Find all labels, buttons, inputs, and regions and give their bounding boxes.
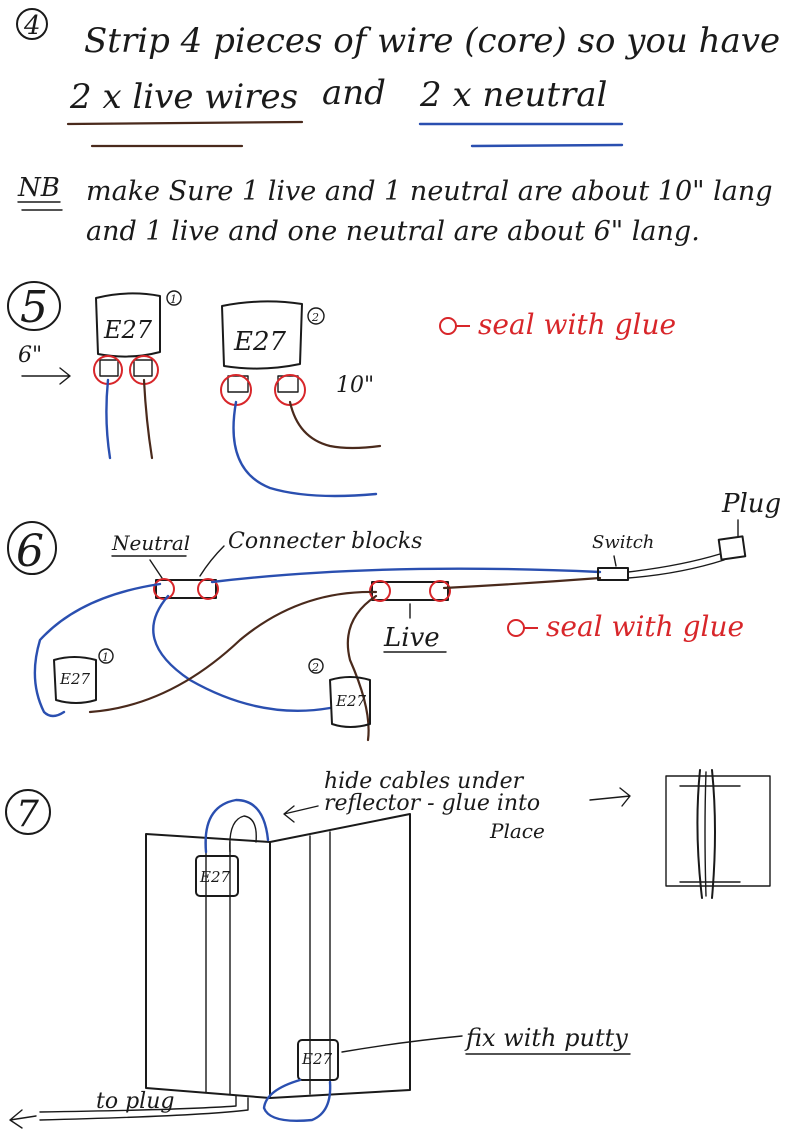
- socket-2-glue-l: [220, 374, 252, 406]
- step6-socket-1-label: E27: [59, 670, 90, 688]
- side-view-cable-3: [704, 771, 707, 897]
- nb-label: NB: [17, 173, 60, 203]
- step-5-number: 5: [20, 282, 48, 333]
- socket-bottom-label: E27: [301, 1050, 332, 1068]
- socket1-neutral-loop: [33, 582, 162, 718]
- hide-note-line1: hide cables under: [324, 769, 525, 794]
- socket-1-num-circle: [166, 290, 182, 306]
- socket-bottom: [297, 1039, 339, 1081]
- socket-2-num: 2: [311, 311, 319, 324]
- step-7: 7 hide cables under reflector - glue int…: [5, 769, 771, 1129]
- putty-note: fix with putty: [464, 1024, 628, 1052]
- side-view-frame: [665, 775, 771, 887]
- glue-note-6: seal with glue: [546, 610, 744, 643]
- step-5-circle: [7, 281, 61, 331]
- step6-socket-1-num-circle: [98, 648, 114, 664]
- step-4-and: and: [322, 73, 386, 113]
- step6-socket-2-num: 2: [311, 661, 319, 674]
- socket-1-num: 1: [170, 293, 177, 306]
- length-short: 6": [18, 343, 42, 368]
- socket-1-terminal-l: [99, 359, 119, 377]
- step6-socket-2-label: E27: [335, 692, 366, 710]
- live-label: Live: [383, 623, 440, 653]
- nb-line1: make Sure 1 live and 1 neutral are about…: [86, 176, 773, 207]
- step-6: 6 Neutral Connecter blocks Live E27 1 E2…: [7, 489, 781, 742]
- neutral-glue-r: [197, 578, 219, 600]
- socket-top-label: E27: [199, 868, 230, 886]
- step-4-live-wires: 2 x live wires: [69, 77, 298, 117]
- glue-note-5: seal with glue: [478, 308, 676, 341]
- live-glue-r: [429, 580, 451, 602]
- socket-2-num-circle: [307, 307, 325, 325]
- step-6-number: 6: [16, 526, 44, 577]
- switch-label: Switch: [592, 532, 654, 553]
- connector-label-arrow: [199, 545, 225, 577]
- step6-socket-2-num-circle: [308, 658, 324, 674]
- socket-1-terminal-r: [133, 359, 153, 377]
- plug-body: [717, 535, 747, 561]
- socket-1-live-wire: [142, 378, 154, 460]
- hide-note-line3: Place: [489, 819, 545, 843]
- live-wire-sample-1: [66, 120, 304, 126]
- socket-2-neutral-wire: [232, 400, 378, 498]
- socket-2-live-wire: [288, 400, 382, 450]
- arrow-short: [21, 367, 71, 385]
- socket2-live-loop: [346, 594, 378, 742]
- cable-to-plug-1: [39, 1097, 249, 1121]
- step6-socket-1-num: 1: [102, 651, 109, 664]
- side-view-cable-2: [711, 769, 716, 899]
- glue-marker-5: [439, 317, 457, 335]
- step-4-line1: Strip 4 pieces of wire (core) so you hav…: [84, 21, 780, 61]
- to-plug-arrow: [9, 1109, 37, 1129]
- glue-marker-6: [507, 619, 525, 637]
- top-cable-neutral: [204, 798, 270, 854]
- step6-socket-1: [53, 656, 97, 704]
- hide-note-line2: reflector - glue into: [324, 791, 540, 816]
- socket-2-body: [221, 300, 303, 370]
- step-4-number: 4: [23, 11, 41, 41]
- step-4: 4 Strip 4 pieces of wire (core) so you h…: [16, 8, 780, 247]
- socket-1-label: E27: [103, 316, 153, 344]
- step-4-neutral-wires: 2 x neutral: [419, 75, 607, 115]
- socket-1-neutral-wire: [105, 378, 112, 460]
- step6-socket-2: [329, 676, 371, 728]
- main-live-wire: [442, 576, 602, 590]
- socket-2-label: E27: [233, 327, 287, 357]
- connector-block-neutral: [155, 579, 217, 599]
- switch-label-arrow: [613, 555, 617, 567]
- length-long: 10": [336, 373, 374, 398]
- neutral-label-arrow: [149, 559, 163, 579]
- connector-label: Connecter blocks: [228, 529, 422, 554]
- bottom-cable-neutral: [262, 1078, 332, 1122]
- cable-to-plug: [627, 553, 725, 579]
- neutral-label: Neutral: [111, 531, 190, 555]
- main-neutral-wire: [210, 567, 602, 584]
- step-7-circle: [5, 789, 51, 835]
- hide-note-arrow-left: [283, 805, 319, 823]
- socket2-neutral-cross: [152, 594, 332, 712]
- connector-block-live: [371, 581, 449, 601]
- side-view-cable-1: [696, 769, 703, 899]
- step-4-circle: [16, 8, 48, 40]
- putty-arrow: [341, 1035, 463, 1053]
- nb-line2: and 1 live and one neutral are about 6" …: [86, 216, 700, 247]
- reflector-outline: [145, 813, 411, 1099]
- hide-note-arrow-right: [589, 787, 631, 807]
- socket-2-glue-r: [274, 374, 306, 406]
- cable-to-plug-2: [39, 1095, 237, 1113]
- neutral-wire-sample-2: [470, 143, 624, 148]
- plug-label: Plug: [721, 489, 781, 519]
- step-7-number: 7: [16, 794, 39, 835]
- socket-top: [195, 855, 239, 897]
- step-5: 5 E27 1 6" E27 2 10" seal with glue: [7, 281, 676, 498]
- step-6-circle: [7, 521, 57, 575]
- to-plug-label: to plug: [96, 1089, 174, 1114]
- top-cable-live: [229, 815, 257, 853]
- switch-body: [597, 567, 629, 581]
- socket1-live-cross: [88, 590, 378, 714]
